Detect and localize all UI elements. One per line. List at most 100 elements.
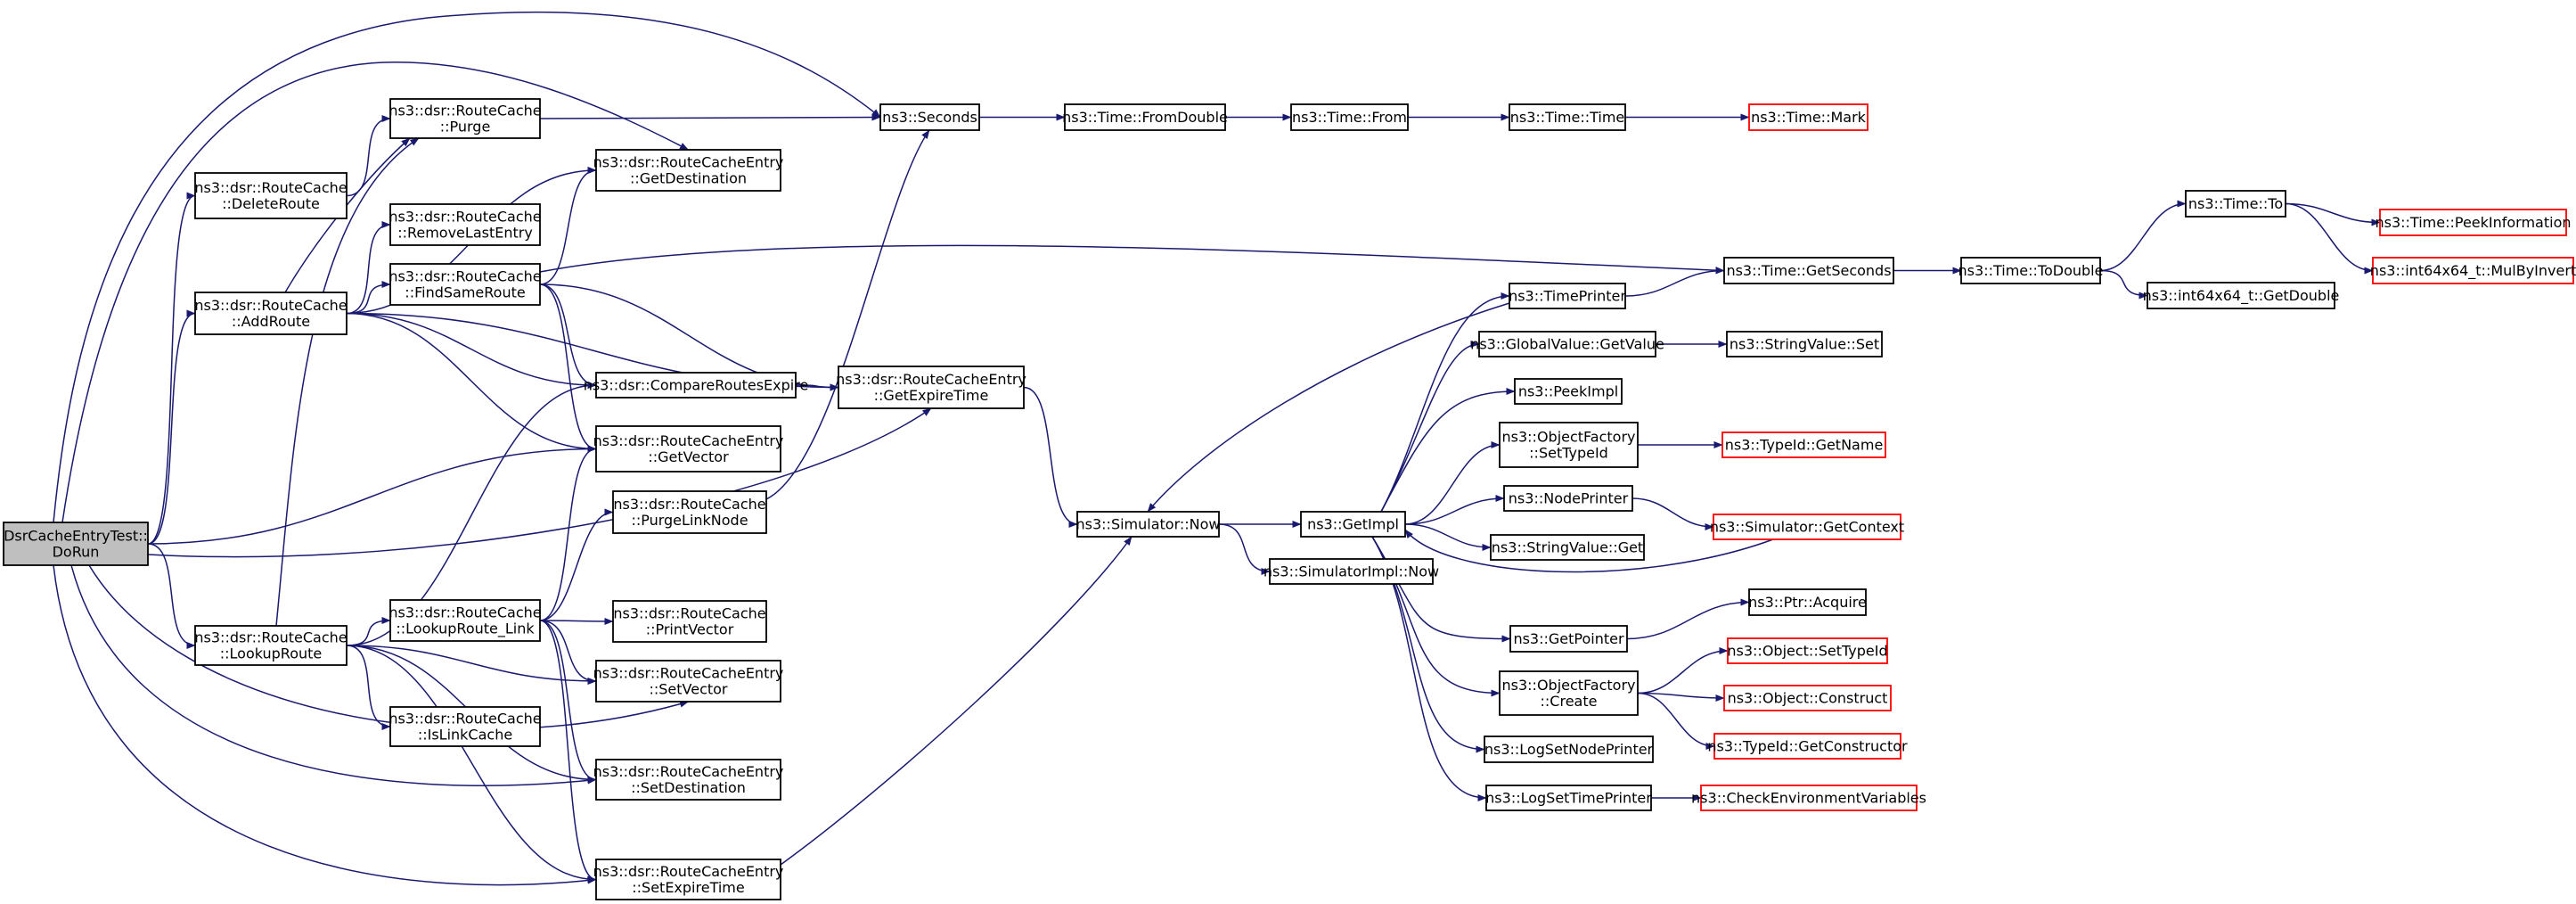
node-type-id-get-name[interactable]: ns3::TypeId::GetName bbox=[1721, 431, 1886, 458]
node-lookup-route-link[interactable]: ns3::dsr::RouteCache::LookupRoute_Link bbox=[388, 599, 542, 642]
edge-lookup-route-link-to-set-vector bbox=[539, 620, 597, 685]
edge-root-to-set-expire-time bbox=[53, 564, 597, 886]
node-string-value-set[interactable]: ns3::StringValue::Set bbox=[1726, 331, 1883, 357]
node-log-set-time-printer[interactable]: ns3::LogSetTimePrinter bbox=[1485, 785, 1652, 811]
node-box bbox=[389, 203, 541, 246]
nodes: DsrCacheEntryTest::DoRunns3::dsr::RouteC… bbox=[3, 98, 2576, 900]
node-box bbox=[1723, 685, 1892, 711]
node-box bbox=[389, 98, 541, 139]
node-peek-impl[interactable]: ns3::PeekImpl bbox=[1514, 378, 1623, 405]
edge-root-to-set-destination bbox=[70, 564, 597, 786]
node-set-vector[interactable]: ns3::dsr::RouteCacheEntry::SetVector bbox=[593, 660, 784, 703]
node-label: DsrCacheEntryTest:: bbox=[4, 528, 148, 545]
node-log-set-node-printer[interactable]: ns3::LogSetNodePrinter bbox=[1484, 736, 1654, 763]
node-get-impl[interactable]: ns3::GetImpl bbox=[1300, 511, 1406, 538]
node-set-type-id[interactable]: ns3::ObjectFactory::SetTypeId bbox=[1499, 422, 1639, 468]
node-label: ns3::dsr::RouteCache bbox=[194, 179, 347, 196]
node-box bbox=[1721, 431, 1886, 458]
node-label: ns3::Time::FromDouble bbox=[1062, 109, 1228, 126]
node-from-double[interactable]: ns3::Time::FromDouble bbox=[1062, 103, 1228, 131]
node-node-printer[interactable]: ns3::NodePrinter bbox=[1503, 485, 1633, 512]
node-label: ns3::dsr::RouteCacheEntry bbox=[836, 371, 1026, 388]
node-peek-information[interactable]: ns3::Time::PeekInformation bbox=[2375, 209, 2572, 236]
node-label: ns3::int64x64_t::MulByInvert bbox=[2370, 262, 2576, 280]
node-delete-route[interactable]: ns3::dsr::RouteCache::DeleteRoute bbox=[194, 172, 348, 219]
node-box bbox=[1290, 103, 1409, 131]
node-compare-routes[interactable]: ns3::dsr::CompareRoutesExpire bbox=[584, 372, 809, 399]
edge-add-route-to-get-vector bbox=[346, 312, 597, 453]
node-label: ::SetTypeId bbox=[1529, 445, 1608, 462]
edge-lookup-route-link-to-print-vector bbox=[539, 617, 614, 625]
node-mul-by-invert[interactable]: ns3::int64x64_t::MulByInvert bbox=[2370, 257, 2576, 284]
node-time-time[interactable]: ns3::Time::Time bbox=[1509, 103, 1626, 131]
node-box bbox=[1300, 511, 1406, 538]
node-print-vector[interactable]: ns3::dsr::RouteCache::PrintVector bbox=[612, 600, 767, 643]
node-find-same-route[interactable]: ns3::dsr::RouteCache::FindSameRoute bbox=[388, 263, 542, 306]
node-label: ::Create bbox=[1541, 693, 1598, 710]
node-global-get-value[interactable]: ns3::GlobalValue::GetValue bbox=[1470, 331, 1664, 357]
node-box bbox=[3, 522, 149, 566]
node-get-destination[interactable]: ns3::dsr::RouteCacheEntry::GetDestinatio… bbox=[593, 149, 784, 192]
node-box bbox=[1748, 588, 1867, 616]
node-time-to[interactable]: ns3::Time::To bbox=[2185, 190, 2286, 218]
node-purge-link-node[interactable]: ns3::dsr::RouteCache::PurgeLinkNode bbox=[612, 490, 767, 534]
node-box bbox=[1076, 511, 1220, 538]
node-label: ns3::NodePrinter bbox=[1509, 490, 1629, 507]
node-get-double[interactable]: ns3::int64x64_t::GetDouble bbox=[2143, 282, 2340, 309]
node-box bbox=[389, 263, 541, 306]
node-ptr-acquire[interactable]: ns3::Ptr::Acquire bbox=[1748, 588, 1867, 616]
node-time-printer[interactable]: ns3::TimePrinter bbox=[1509, 283, 1626, 309]
edge-factory-create-to-get-constructor bbox=[1637, 692, 1715, 750]
node-label: ns3::dsr::RouteCache bbox=[194, 629, 347, 646]
node-label: ns3::dsr::RouteCacheEntry bbox=[593, 763, 784, 780]
node-check-env[interactable]: ns3::CheckEnvironmentVariables bbox=[1691, 785, 1926, 811]
node-label: ns3::dsr::RouteCacheEntry bbox=[593, 432, 784, 449]
node-sim-impl-now[interactable]: ns3::SimulatorImpl::Now bbox=[1263, 558, 1439, 585]
node-label: ns3::dsr::RouteCache bbox=[388, 103, 541, 119]
node-get-expire-time[interactable]: ns3::dsr::RouteCacheEntry::GetExpireTime bbox=[836, 366, 1026, 409]
node-label: ns3::GetPointer bbox=[1513, 630, 1624, 647]
node-set-expire-time[interactable]: ns3::dsr::RouteCacheEntry::SetExpireTime bbox=[593, 859, 784, 900]
node-box bbox=[389, 599, 541, 642]
node-box bbox=[612, 600, 767, 643]
node-object-set-type-id[interactable]: ns3::Object::SetTypeId bbox=[1727, 637, 1888, 664]
node-sim-now[interactable]: ns3::Simulator::Now bbox=[1076, 511, 1221, 538]
node-label: ns3::Seconds bbox=[882, 109, 977, 126]
edge-get-impl-to-peek-impl bbox=[1380, 388, 1516, 513]
edge-purge-link-node-to-seconds bbox=[765, 129, 930, 500]
node-box bbox=[595, 425, 781, 473]
edge-root-to-get-vector bbox=[147, 445, 597, 545]
edge-sim-now-to-sim-impl-now bbox=[1218, 523, 1271, 575]
node-factory-create[interactable]: ns3::ObjectFactory::Create bbox=[1499, 670, 1639, 716]
node-box bbox=[1064, 103, 1226, 131]
node-box bbox=[1514, 378, 1623, 405]
node-label: ::SetVector bbox=[649, 681, 727, 698]
node-set-destination[interactable]: ns3::dsr::RouteCacheEntry::SetDestinatio… bbox=[593, 759, 784, 801]
node-add-route[interactable]: ns3::dsr::RouteCache::AddRoute bbox=[194, 292, 348, 335]
node-to-double[interactable]: ns3::Time::ToDouble bbox=[1959, 257, 2104, 284]
node-seconds[interactable]: ns3::Seconds bbox=[879, 103, 980, 131]
node-label: ns3::TimePrinter bbox=[1509, 288, 1626, 305]
edge-root-to-get-expire-time bbox=[147, 407, 932, 558]
node-root[interactable]: DsrCacheEntryTest::DoRun bbox=[3, 522, 149, 566]
node-get-pointer[interactable]: ns3::GetPointer bbox=[1509, 625, 1628, 653]
node-get-seconds[interactable]: ns3::Time::GetSeconds bbox=[1723, 257, 1894, 284]
node-box bbox=[1490, 534, 1645, 561]
node-box bbox=[595, 859, 781, 900]
node-object-construct[interactable]: ns3::Object::Construct bbox=[1723, 685, 1892, 711]
node-label: ::PrintVector bbox=[646, 621, 734, 638]
node-remove-last-entry[interactable]: ns3::dsr::RouteCache::RemoveLastEntry bbox=[388, 203, 542, 246]
edge-root-to-seconds bbox=[53, 11, 881, 523]
node-time-mark[interactable]: ns3::Time::Mark bbox=[1748, 103, 1869, 131]
node-purge[interactable]: ns3::dsr::RouteCache::Purge bbox=[388, 98, 542, 139]
node-string-value-get[interactable]: ns3::StringValue::Get bbox=[1490, 534, 1645, 561]
node-box bbox=[1723, 257, 1894, 284]
node-is-link-cache[interactable]: ns3::dsr::RouteCache::IsLinkCache bbox=[388, 706, 542, 747]
node-get-constructor[interactable]: ns3::TypeId::GetConstructor bbox=[1707, 733, 1908, 760]
edge-lookup-route-link-to-set-expire-time bbox=[539, 620, 597, 883]
node-time-from[interactable]: ns3::Time::From bbox=[1290, 103, 1409, 131]
edges bbox=[53, 11, 2381, 886]
node-get-context[interactable]: ns3::Simulator::GetContext bbox=[1710, 514, 1904, 540]
node-get-vector[interactable]: ns3::dsr::RouteCacheEntry::GetVector bbox=[593, 425, 784, 473]
node-lookup-route[interactable]: ns3::dsr::RouteCache::LookupRoute bbox=[194, 625, 348, 666]
